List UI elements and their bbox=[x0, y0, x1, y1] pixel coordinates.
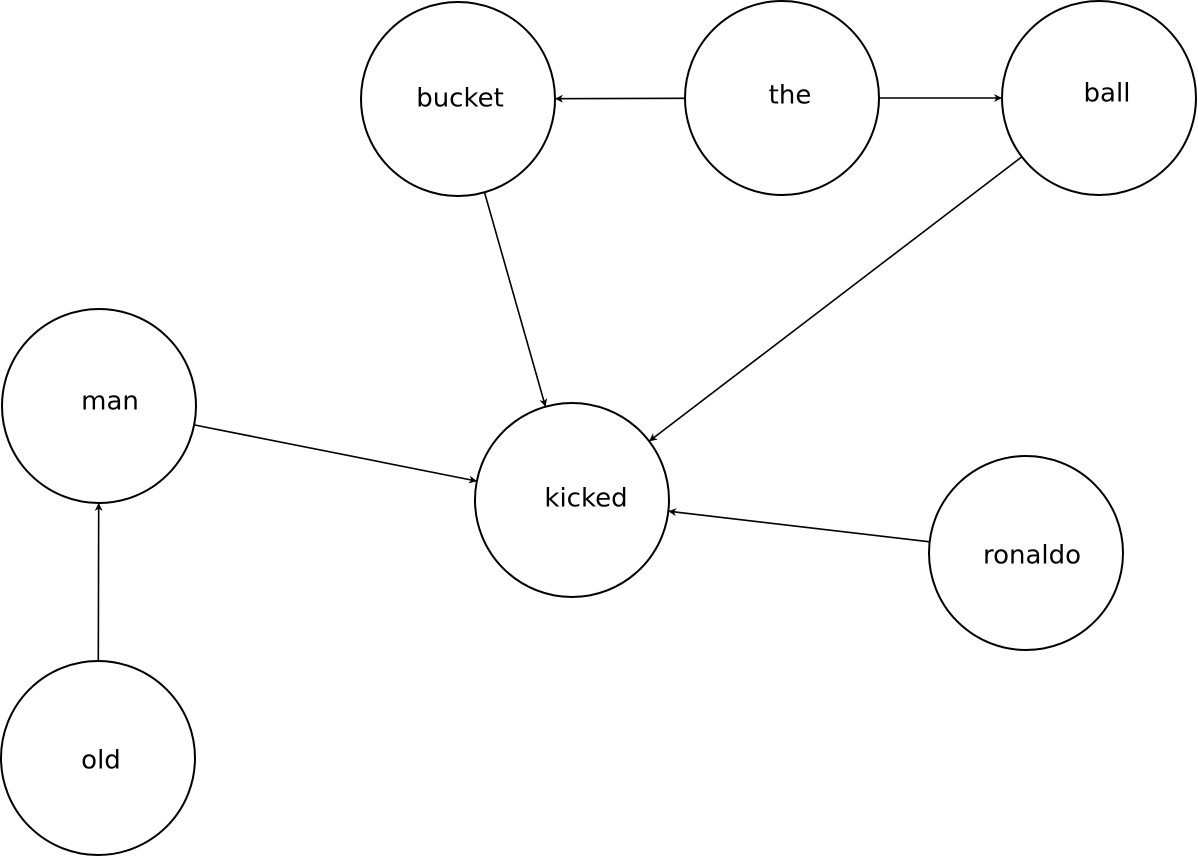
node-old[interactable]: old bbox=[0, 660, 196, 856]
node-ball-circle bbox=[1001, 0, 1197, 196]
edge-ball-to-kicked bbox=[648, 156, 1023, 442]
edge-bucket-to-kicked bbox=[483, 192, 548, 407]
node-ball[interactable]: ball bbox=[1001, 0, 1197, 196]
node-bucket-label: bucket bbox=[416, 84, 504, 114]
edges bbox=[94, 94, 1023, 662]
node-man-label: man bbox=[81, 387, 139, 417]
node-kicked[interactable]: kicked bbox=[474, 402, 670, 598]
node-the[interactable]: the bbox=[684, 0, 880, 196]
node-the-circle bbox=[684, 0, 880, 196]
node-bucket[interactable]: bucket bbox=[360, 1, 556, 197]
node-ball-label: ball bbox=[1084, 79, 1131, 109]
node-kicked-circle bbox=[474, 402, 670, 598]
node-old-label: old bbox=[81, 746, 121, 776]
node-man-circle bbox=[1, 308, 197, 504]
node-ronaldo[interactable]: ronaldo bbox=[928, 455, 1124, 651]
node-ronaldo-label: ronaldo bbox=[983, 541, 1081, 571]
node-kicked-label: kicked bbox=[544, 484, 627, 514]
edge-ronaldo-to-kicked bbox=[668, 508, 930, 543]
node-bucket-circle bbox=[360, 1, 556, 197]
node-ronaldo-circle bbox=[928, 455, 1124, 651]
node-the-label: the bbox=[769, 81, 812, 111]
edge-man-to-kicked bbox=[193, 424, 478, 484]
node-man[interactable]: man bbox=[1, 308, 197, 504]
node-old-circle bbox=[0, 660, 196, 856]
